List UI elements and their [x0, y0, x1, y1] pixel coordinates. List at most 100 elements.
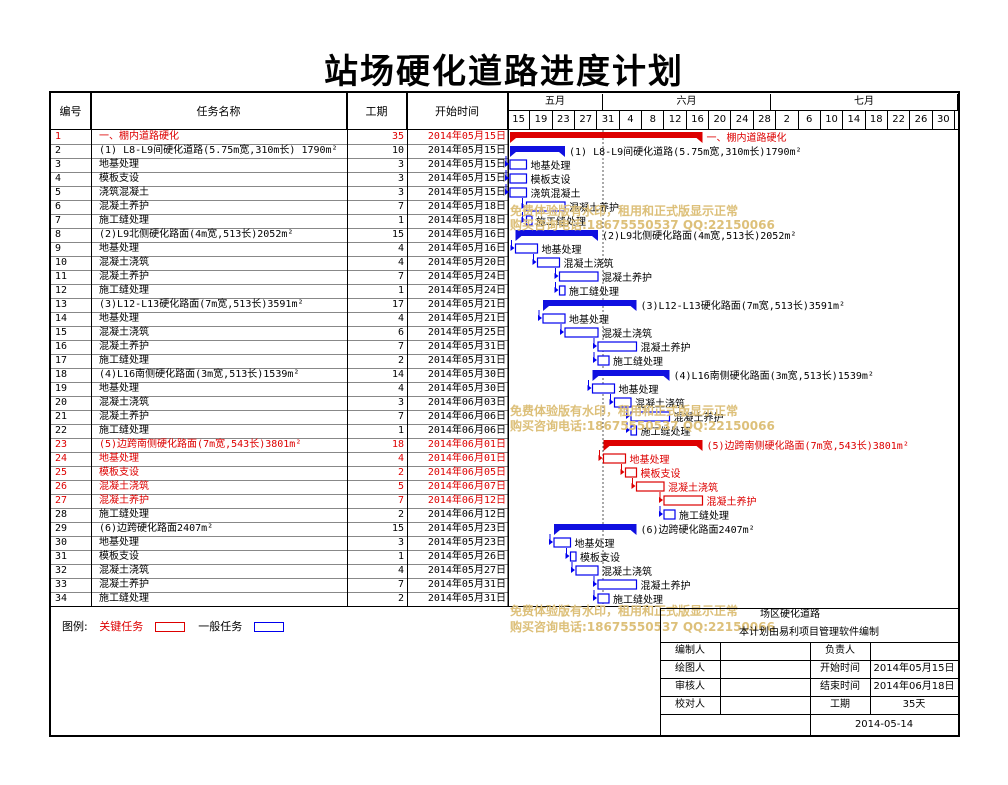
task-no: 14 — [55, 313, 68, 324]
task-name: 地基处理 — [99, 159, 139, 170]
bar-label: 混凝土浇筑 — [602, 565, 652, 578]
task-duration: 4 — [397, 453, 404, 464]
month-label: 七月 — [771, 94, 958, 110]
day-label: 2 — [776, 111, 799, 129]
legend-normal-swatch — [253, 622, 284, 632]
task-duration: 4 — [397, 243, 404, 254]
month-label: 六月 — [603, 94, 771, 110]
day-label: 12 — [664, 111, 687, 129]
day-label: 24 — [732, 111, 754, 129]
task-start: 2014年05月24日 — [427, 271, 506, 282]
task-duration: 1 — [397, 551, 404, 562]
task-start: 2014年05月15日 — [427, 159, 506, 170]
software-note: 本计划由易利项目管理软件编制 — [739, 627, 879, 638]
day-label: 22 — [888, 111, 911, 129]
task-name: (5)边跨南侧硬化路面(7m宽,543长)3801m² — [99, 439, 302, 450]
summary-bar-cap — [592, 376, 599, 381]
bar-label: 模板支设 — [580, 551, 620, 564]
legend: 图例: 关键任务 一般任务 — [62, 618, 294, 634]
task-duration: 7 — [397, 341, 404, 352]
task-duration: 14 — [391, 369, 404, 380]
task-start: 2014年05月18日 — [427, 201, 506, 212]
summary-bar-cap — [543, 306, 549, 311]
task-no: 17 — [55, 355, 68, 366]
dependency-arrow — [554, 273, 559, 279]
bar-label: 施工缝处理 — [613, 355, 663, 368]
dependency-arrow — [571, 567, 575, 573]
task-no: 6 — [55, 201, 62, 212]
bar-label: 模板支设 — [641, 467, 681, 480]
day-label: 10 — [821, 111, 844, 129]
task-duration: 7 — [397, 495, 404, 506]
bar-label: 施工缝处理 — [536, 215, 586, 228]
summary-bar — [510, 146, 565, 152]
day-label: 20 — [709, 111, 732, 129]
task-duration: 3 — [397, 159, 404, 170]
dependency-arrow — [593, 595, 597, 601]
bar-label: 浇筑混凝土 — [531, 187, 581, 200]
dependency-arrow — [659, 497, 663, 503]
drawer-label: 绘图人 — [675, 663, 705, 674]
bar-label: (5)边跨南侧硬化路面(7m宽,543长)3801m² — [707, 439, 909, 452]
task-duration: 4 — [397, 313, 404, 324]
task-no: 9 — [55, 243, 62, 254]
bar-label: 混凝土浇筑 — [668, 481, 718, 494]
bar-label: 地基处理 — [619, 383, 659, 396]
header-start: 开始时间 — [407, 93, 508, 129]
day-label: 30 — [933, 111, 955, 129]
task-start: 2014年05月25日 — [427, 327, 506, 338]
task-start: 2014年05月15日 — [427, 187, 506, 198]
task-name: 浇筑混凝土 — [99, 187, 149, 198]
dependency-arrow — [549, 539, 553, 545]
task-name: 模板支设 — [99, 551, 139, 562]
dependency-arrow — [538, 315, 542, 321]
task-no: 4 — [55, 173, 62, 184]
day-label: 8 — [642, 111, 665, 129]
task-duration: 3 — [397, 537, 404, 548]
task-name: (3)L12-L13硬化路面(7m宽,513长)3591m² — [99, 299, 304, 310]
summary-bar-cap — [592, 236, 598, 241]
bar-label: 混凝土养护 — [674, 411, 724, 424]
legend-label: 图例: — [62, 620, 88, 633]
task-name: 施工缝处理 — [99, 593, 149, 604]
task-name: (6)边跨硬化路面2407m² — [99, 523, 214, 534]
task-duration: 18 — [391, 439, 404, 450]
task-name: 一、棚内道路硬化 — [99, 131, 179, 142]
checker-label: 校对人 — [675, 699, 705, 710]
dependency-arrow — [626, 413, 630, 419]
task-no: 15 — [55, 327, 68, 338]
task-bar — [525, 201, 566, 212]
task-start: 2014年05月23日 — [427, 523, 506, 534]
task-name: 施工缝处理 — [99, 285, 149, 296]
task-name: 混凝土养护 — [99, 271, 149, 282]
task-no: 26 — [55, 481, 68, 492]
dependency-arrow — [560, 329, 564, 335]
bar-label: 模板支设 — [531, 173, 571, 186]
task-no: 10 — [55, 257, 68, 268]
watermark: 免费体验版有水印，租用和正式版显示正常 — [510, 204, 739, 218]
task-bar — [663, 509, 676, 520]
task-name: 地基处理 — [99, 313, 139, 324]
task-name: 混凝土养护 — [99, 579, 149, 590]
duration-label: 工期 — [830, 699, 850, 710]
dependency-arrow — [510, 245, 515, 251]
day-label: 19 — [530, 111, 553, 129]
task-duration: 4 — [397, 257, 404, 268]
task-bar — [635, 481, 665, 492]
project-name: 场区硬化道路 — [760, 609, 820, 620]
summary-bar-cap — [559, 152, 565, 157]
bar-label: 地基处理 — [569, 313, 609, 326]
task-start: 2014年05月23日 — [427, 537, 506, 548]
task-duration: 1 — [397, 425, 404, 436]
